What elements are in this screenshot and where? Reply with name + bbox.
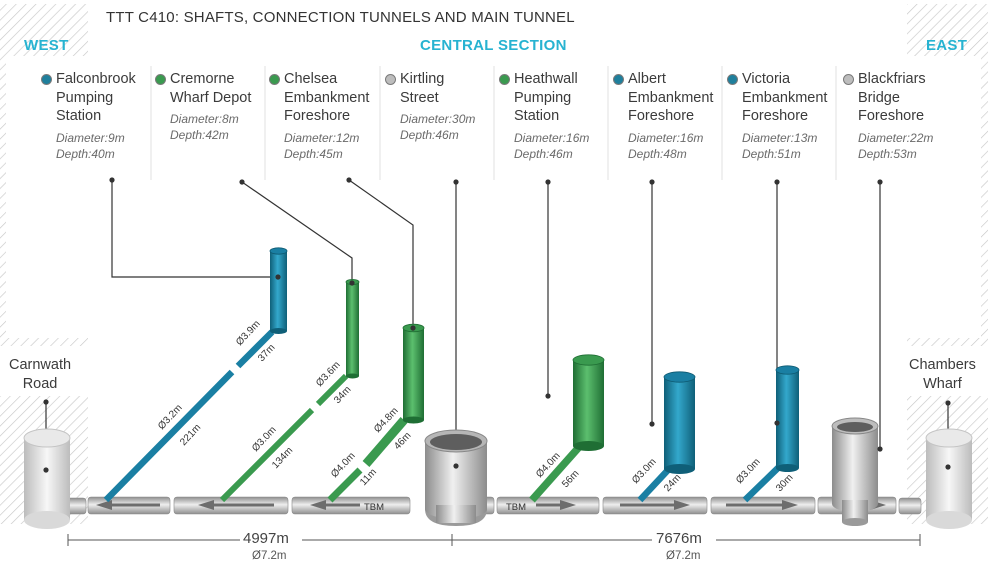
diagram-title: TTT C410: SHAFTS, CONNECTION TUNNELS AND… xyxy=(106,9,575,26)
site-name: Cremorne Wharf Depot xyxy=(170,71,252,106)
site-diameter: Diameter:9m xyxy=(56,130,125,145)
section-west-label: WEST xyxy=(24,37,69,54)
site-depth: Depth:48m xyxy=(628,146,687,161)
site-albert: Albert Embankment Foreshore Diameter:16m… xyxy=(612,70,722,162)
main-tunnel xyxy=(65,496,922,515)
blue-dot-icon xyxy=(613,74,624,85)
chambers-wharf-label: Chambers Wharf xyxy=(909,357,976,392)
chambers-wharf-shaft xyxy=(925,428,973,529)
site-heathwall: Heathwall Pumping Station Diameter:16m D… xyxy=(498,70,608,162)
site-victoria: Victoria Embankment Foreshore Diameter:1… xyxy=(726,70,836,162)
west-length: 4997m xyxy=(243,530,289,547)
section-central-label: CENTRAL SECTION xyxy=(420,37,567,54)
blue-dot-icon xyxy=(41,74,52,85)
green-dot-icon xyxy=(269,74,280,85)
west-diameter: Ø7.2m xyxy=(252,550,287,562)
site-name: Chelsea Embankment Foreshore xyxy=(284,71,370,124)
site-diameter: Diameter:12m xyxy=(284,130,360,145)
site-name: Kirtling Street xyxy=(400,71,445,106)
leader-lines xyxy=(45,179,949,470)
grey-dot-icon xyxy=(843,74,854,85)
site-name: Heathwall Pumping Station xyxy=(514,71,578,124)
tbm-label-west: TBM xyxy=(364,502,384,513)
site-diameter: Diameter:30m xyxy=(400,112,476,126)
albert-connection xyxy=(637,371,696,503)
kirtling-street-shaft xyxy=(424,429,488,526)
grey-dot-icon xyxy=(385,74,396,85)
tbm-label-east: TBM xyxy=(506,502,526,513)
green-dot-icon xyxy=(155,74,166,85)
site-depth: Depth:40m xyxy=(56,146,115,161)
blackfriars-shaft xyxy=(831,417,879,526)
site-falconbrook: Falconbrook Pumping Station Diameter:9m … xyxy=(40,70,150,162)
chel-len-lower: 11m xyxy=(358,467,379,488)
east-diameter: Ø7.2m xyxy=(666,550,701,562)
cremorne-connection xyxy=(219,278,360,503)
site-diameter: Diameter:16m xyxy=(514,130,590,145)
east-length: 7676m xyxy=(656,530,702,547)
victoria-connection xyxy=(742,365,800,503)
falconbrook-connection xyxy=(103,247,288,503)
carnwath-road-label: Carnwath Road xyxy=(9,357,72,392)
green-dot-icon xyxy=(499,74,510,85)
victoria-len: 30m xyxy=(774,472,795,494)
site-diameter: Diameter:16m xyxy=(628,130,704,145)
site-name: Albert Embankment Foreshore xyxy=(628,71,714,124)
site-kirtling: Kirtling Street Diameter:30m Depth:46m xyxy=(384,70,494,143)
site-diameter: Diameter:8m xyxy=(170,112,239,126)
site-depth: Depth:45m xyxy=(284,146,343,161)
site-blackfriars: Blackfriars Bridge Foreshore Diameter:22… xyxy=(842,70,952,162)
tunnel-arrows xyxy=(96,500,886,510)
victoria-diam: Ø3.0m xyxy=(734,457,763,486)
site-name: Falconbrook Pumping Station xyxy=(56,71,136,124)
chelsea-connection xyxy=(327,323,425,503)
heathwall-connection xyxy=(529,354,605,503)
site-depth: Depth:42m xyxy=(170,128,229,142)
site-name: Victoria Embankment Foreshore xyxy=(742,71,828,124)
site-depth: Depth:46m xyxy=(514,146,573,161)
label-separators xyxy=(150,66,837,180)
carnwath-road-shaft xyxy=(23,428,71,529)
blue-dot-icon xyxy=(727,74,738,85)
heath-len: 56m xyxy=(560,468,581,490)
site-name: Blackfriars Bridge Foreshore xyxy=(858,71,926,124)
site-depth: Depth:51m xyxy=(742,146,801,161)
site-depth: Depth:53m xyxy=(858,146,917,161)
leader-dots xyxy=(43,177,951,406)
site-depth: Depth:46m xyxy=(400,128,459,142)
site-diameter: Diameter:22m xyxy=(858,130,934,145)
section-east-label: EAST xyxy=(926,37,968,54)
site-diameter: Diameter:13m xyxy=(742,130,818,145)
dimension-line xyxy=(67,534,921,546)
site-cremorne: Cremorne Wharf Depot Diameter:8m Depth:4… xyxy=(154,70,264,143)
site-chelsea: Chelsea Embankment Foreshore Diameter:12… xyxy=(268,70,378,162)
